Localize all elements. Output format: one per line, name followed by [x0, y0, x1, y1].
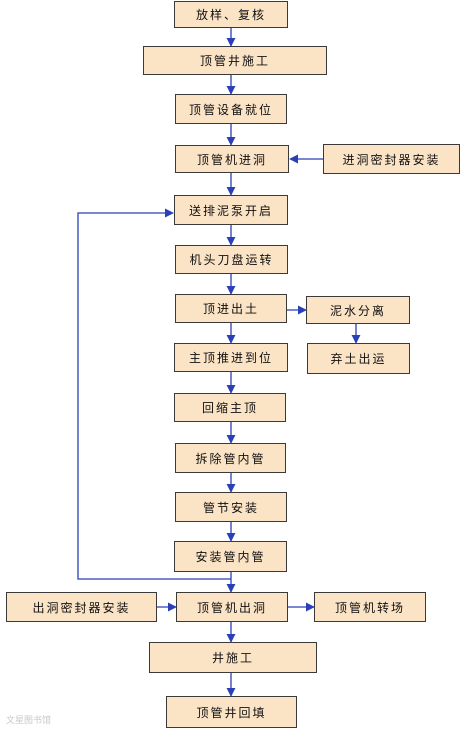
node-jacking-machine-enter-tunnel: 顶管机进洞: [175, 145, 289, 173]
node-cutter-head-run: 机头刀盘运转: [175, 245, 288, 274]
node-pipe-section-install: 管节安装: [175, 492, 287, 522]
node-install-inner-pipe: 安装管内管: [174, 541, 287, 572]
node-jack-and-excavate: 顶进出土: [175, 294, 287, 323]
node-spoil-removal: 弃土出运: [307, 343, 410, 374]
node-slurry-pump-start: 送排泥泵开启: [174, 195, 288, 225]
loop-back-arrow: [77, 208, 231, 580]
node-layout-stakeout: 放样、复核: [174, 1, 288, 28]
node-jacking-shaft-backfill: 顶管井回填: [166, 696, 297, 728]
node-retract-main-jack: 回缩主顶: [174, 393, 286, 422]
node-shaft-construction: 井施工: [149, 642, 317, 673]
node-entry-seal-install: 进洞密封器安装: [323, 144, 460, 174]
node-main-jack-push-in-place: 主顶推进到位: [174, 343, 288, 372]
node-jacking-machine-exit-tunnel: 顶管机出洞: [176, 592, 288, 622]
node-remove-inner-pipe: 拆除管内管: [175, 443, 286, 473]
node-exit-seal-install: 出洞密封器安装: [6, 592, 157, 622]
node-slurry-separation: 泥水分离: [306, 296, 410, 324]
watermark: 文星图书馆: [6, 716, 52, 726]
node-jacking-machine-transfer: 顶管机转场: [314, 592, 426, 622]
node-jacking-equipment-in-place: 顶管设备就位: [175, 94, 287, 124]
node-jacking-shaft-construction: 顶管井施工: [143, 46, 327, 75]
